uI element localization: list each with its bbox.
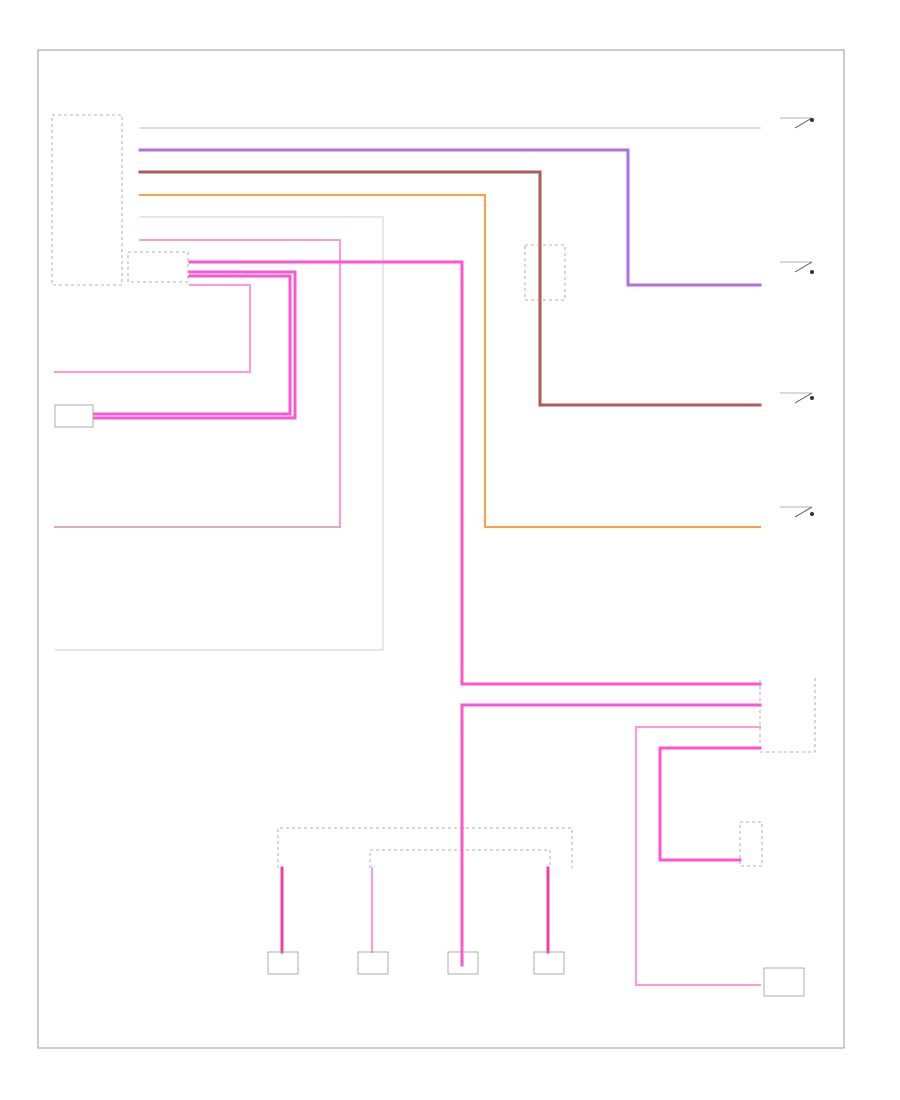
wire-hot-pink-lower [460,703,762,967]
wire-hot-pink-main [188,260,762,686]
right-bottom-module [763,967,805,997]
splice-dot [460,826,464,830]
switch-icon [780,261,814,274]
switch-icon [780,117,814,129]
diagram-frame [37,49,845,1049]
wire-violet [138,148,762,287]
bottom-module-4 [533,951,565,975]
wire-orange [139,194,761,528]
wire-pink-tan [139,239,341,528]
wire-brown [138,170,762,407]
switch-icon [780,506,814,518]
wire-pink-right-a [635,726,761,986]
module-box-left [51,114,123,286]
bottom-module-2 [357,951,389,975]
wire-hot-pink-right-b [658,746,762,862]
wire-gray-long [54,216,384,651]
switch-icon [780,392,814,404]
right-lower-module [739,821,763,867]
bottom-module-3 [447,951,479,975]
bottom-module-1 [267,951,299,975]
right-module-box [759,678,816,753]
wire-pink-drop [54,284,251,373]
center-module-box [524,244,566,301]
wire-hot-pink-double-2 [93,274,292,416]
bus-dashed-top [277,827,573,868]
module-box-connector [127,251,189,283]
wire-hot-pink-double [93,270,297,420]
left-device-box [54,404,94,428]
bus-dashed-inner [369,849,551,868]
